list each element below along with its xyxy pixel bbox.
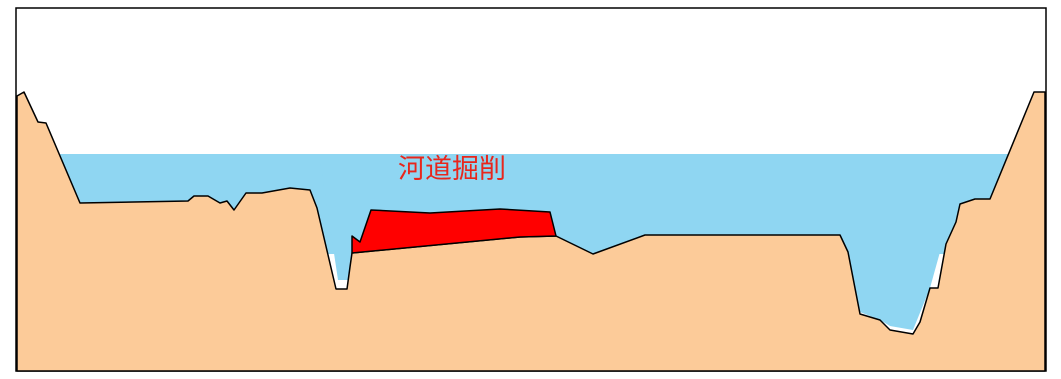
- water-channel-fill: [320, 160, 1000, 330]
- excavation-zone: [351, 208, 557, 254]
- excavation-label: 河道掘削: [398, 154, 506, 185]
